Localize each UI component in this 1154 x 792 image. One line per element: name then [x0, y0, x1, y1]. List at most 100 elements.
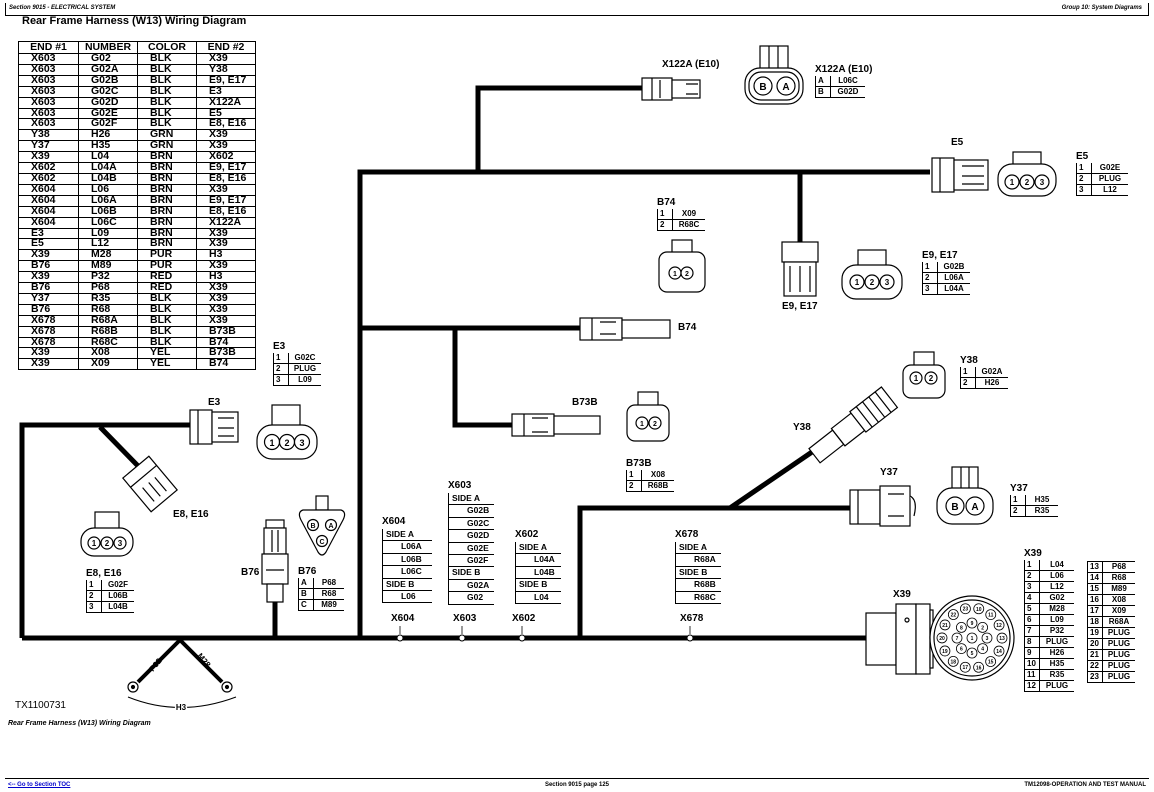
pin-row: 2 R35: [1010, 506, 1058, 517]
pin-number: 2: [658, 220, 673, 230]
pin-table-title: E8, E16: [86, 568, 122, 579]
pin-number: A: [816, 76, 831, 86]
x39-pin-socket: [973, 603, 985, 615]
pin-number: 1: [923, 262, 938, 272]
go-to-section-toc-link[interactable]: <-- Go to Section TOC: [8, 782, 71, 788]
pin-number: 9: [1025, 648, 1040, 658]
pin-number: B: [299, 589, 314, 599]
pin-number: 1: [961, 367, 976, 377]
pin-row: 2 R68C: [657, 220, 705, 231]
wire-number: G02C: [294, 353, 316, 362]
ground-bracket: [127, 696, 237, 708]
wire-number: M89: [1111, 584, 1127, 593]
pin-number: 5: [1025, 604, 1040, 614]
x39-pin-number: 12: [996, 623, 1002, 629]
x39-pin-socket: [951, 632, 963, 644]
wire-number: X08: [1111, 595, 1127, 604]
splice-wire: G02C: [448, 517, 494, 531]
wire-number: PLUG: [1107, 628, 1131, 637]
wire-number: L09: [1050, 615, 1064, 624]
pin-number: 12: [1025, 681, 1040, 691]
pin-table-title: X39: [1024, 548, 1042, 559]
wire-number: L06B: [108, 591, 128, 600]
x39-pin-number: 10: [976, 607, 982, 613]
wire-number: L04A: [944, 284, 964, 293]
wire-number: R35: [1034, 506, 1050, 515]
wire-number: R68: [1111, 573, 1127, 582]
x122a-branch: [475, 85, 642, 172]
splice-side-label: SIDE B: [448, 567, 494, 580]
wire-number: R68: [321, 589, 337, 598]
e3-face-connector-icon: [256, 404, 318, 460]
splice-wire: L04A: [515, 554, 561, 567]
pin-label: 2: [284, 438, 289, 448]
x39-pin-number: 17: [962, 665, 968, 671]
wire-number: G02D: [837, 87, 859, 96]
wire-number: M28: [1049, 604, 1065, 613]
connector-label-e5: E5: [951, 137, 964, 148]
x39-pin-number: 2: [981, 625, 984, 631]
x122a-inline-connector-icon: [641, 77, 701, 101]
group-header: Group 10: System Diagrams: [1061, 5, 1142, 11]
splice-dot-x604: [396, 634, 404, 642]
ground-label: H3: [176, 703, 187, 712]
pin-label: 3: [1040, 178, 1045, 187]
pin-number: 2: [1011, 506, 1026, 516]
splice-label-x602: X602: [512, 613, 536, 624]
pin-number: 16: [1088, 595, 1103, 605]
header-marker: [5, 3, 6, 15]
pin-label: 3: [885, 278, 890, 287]
wire-number: L12: [1103, 185, 1117, 194]
connector-label-e3: E3: [208, 397, 221, 408]
pin-label: A: [782, 82, 789, 93]
pin-number: 2: [627, 481, 642, 491]
x39-pin-socket: [966, 632, 978, 644]
e3-inline-connector-icon: [189, 409, 239, 445]
connector-label-y38: Y38: [793, 422, 811, 433]
pin-label: B: [951, 502, 958, 513]
pin-number: 11: [1025, 670, 1040, 680]
splice-label-x678: X678: [680, 613, 704, 624]
splice-wire: R68C: [675, 591, 721, 604]
y37-face-connector-icon: [936, 466, 994, 525]
wire-number: G02F: [107, 580, 128, 589]
b74-face-connector-icon: [658, 239, 706, 293]
connector-label-b73b: B73B: [572, 397, 598, 408]
e5-face-connector-icon: [997, 151, 1057, 197]
y38-face-connector-icon: [902, 351, 946, 399]
wire-number: L09: [298, 375, 312, 384]
x39-pin-socket: [966, 617, 978, 629]
pin-table-title: E5: [1076, 151, 1089, 162]
wire-number: R68C: [678, 220, 700, 229]
wire-number: PLUG: [1098, 174, 1122, 183]
pin-number: 22: [1088, 661, 1103, 671]
column-header: NUMBER: [78, 41, 138, 54]
pin-label: 2: [1025, 178, 1030, 187]
splice-side-label: SIDE B: [382, 578, 432, 591]
x39-pin-number: 5: [971, 651, 974, 657]
wire-number: X08: [650, 470, 666, 479]
x39-pin-number: 11: [988, 613, 994, 619]
connector-label-e8: E8, E16: [173, 509, 209, 520]
e5-inline-connector-icon: [931, 157, 989, 193]
